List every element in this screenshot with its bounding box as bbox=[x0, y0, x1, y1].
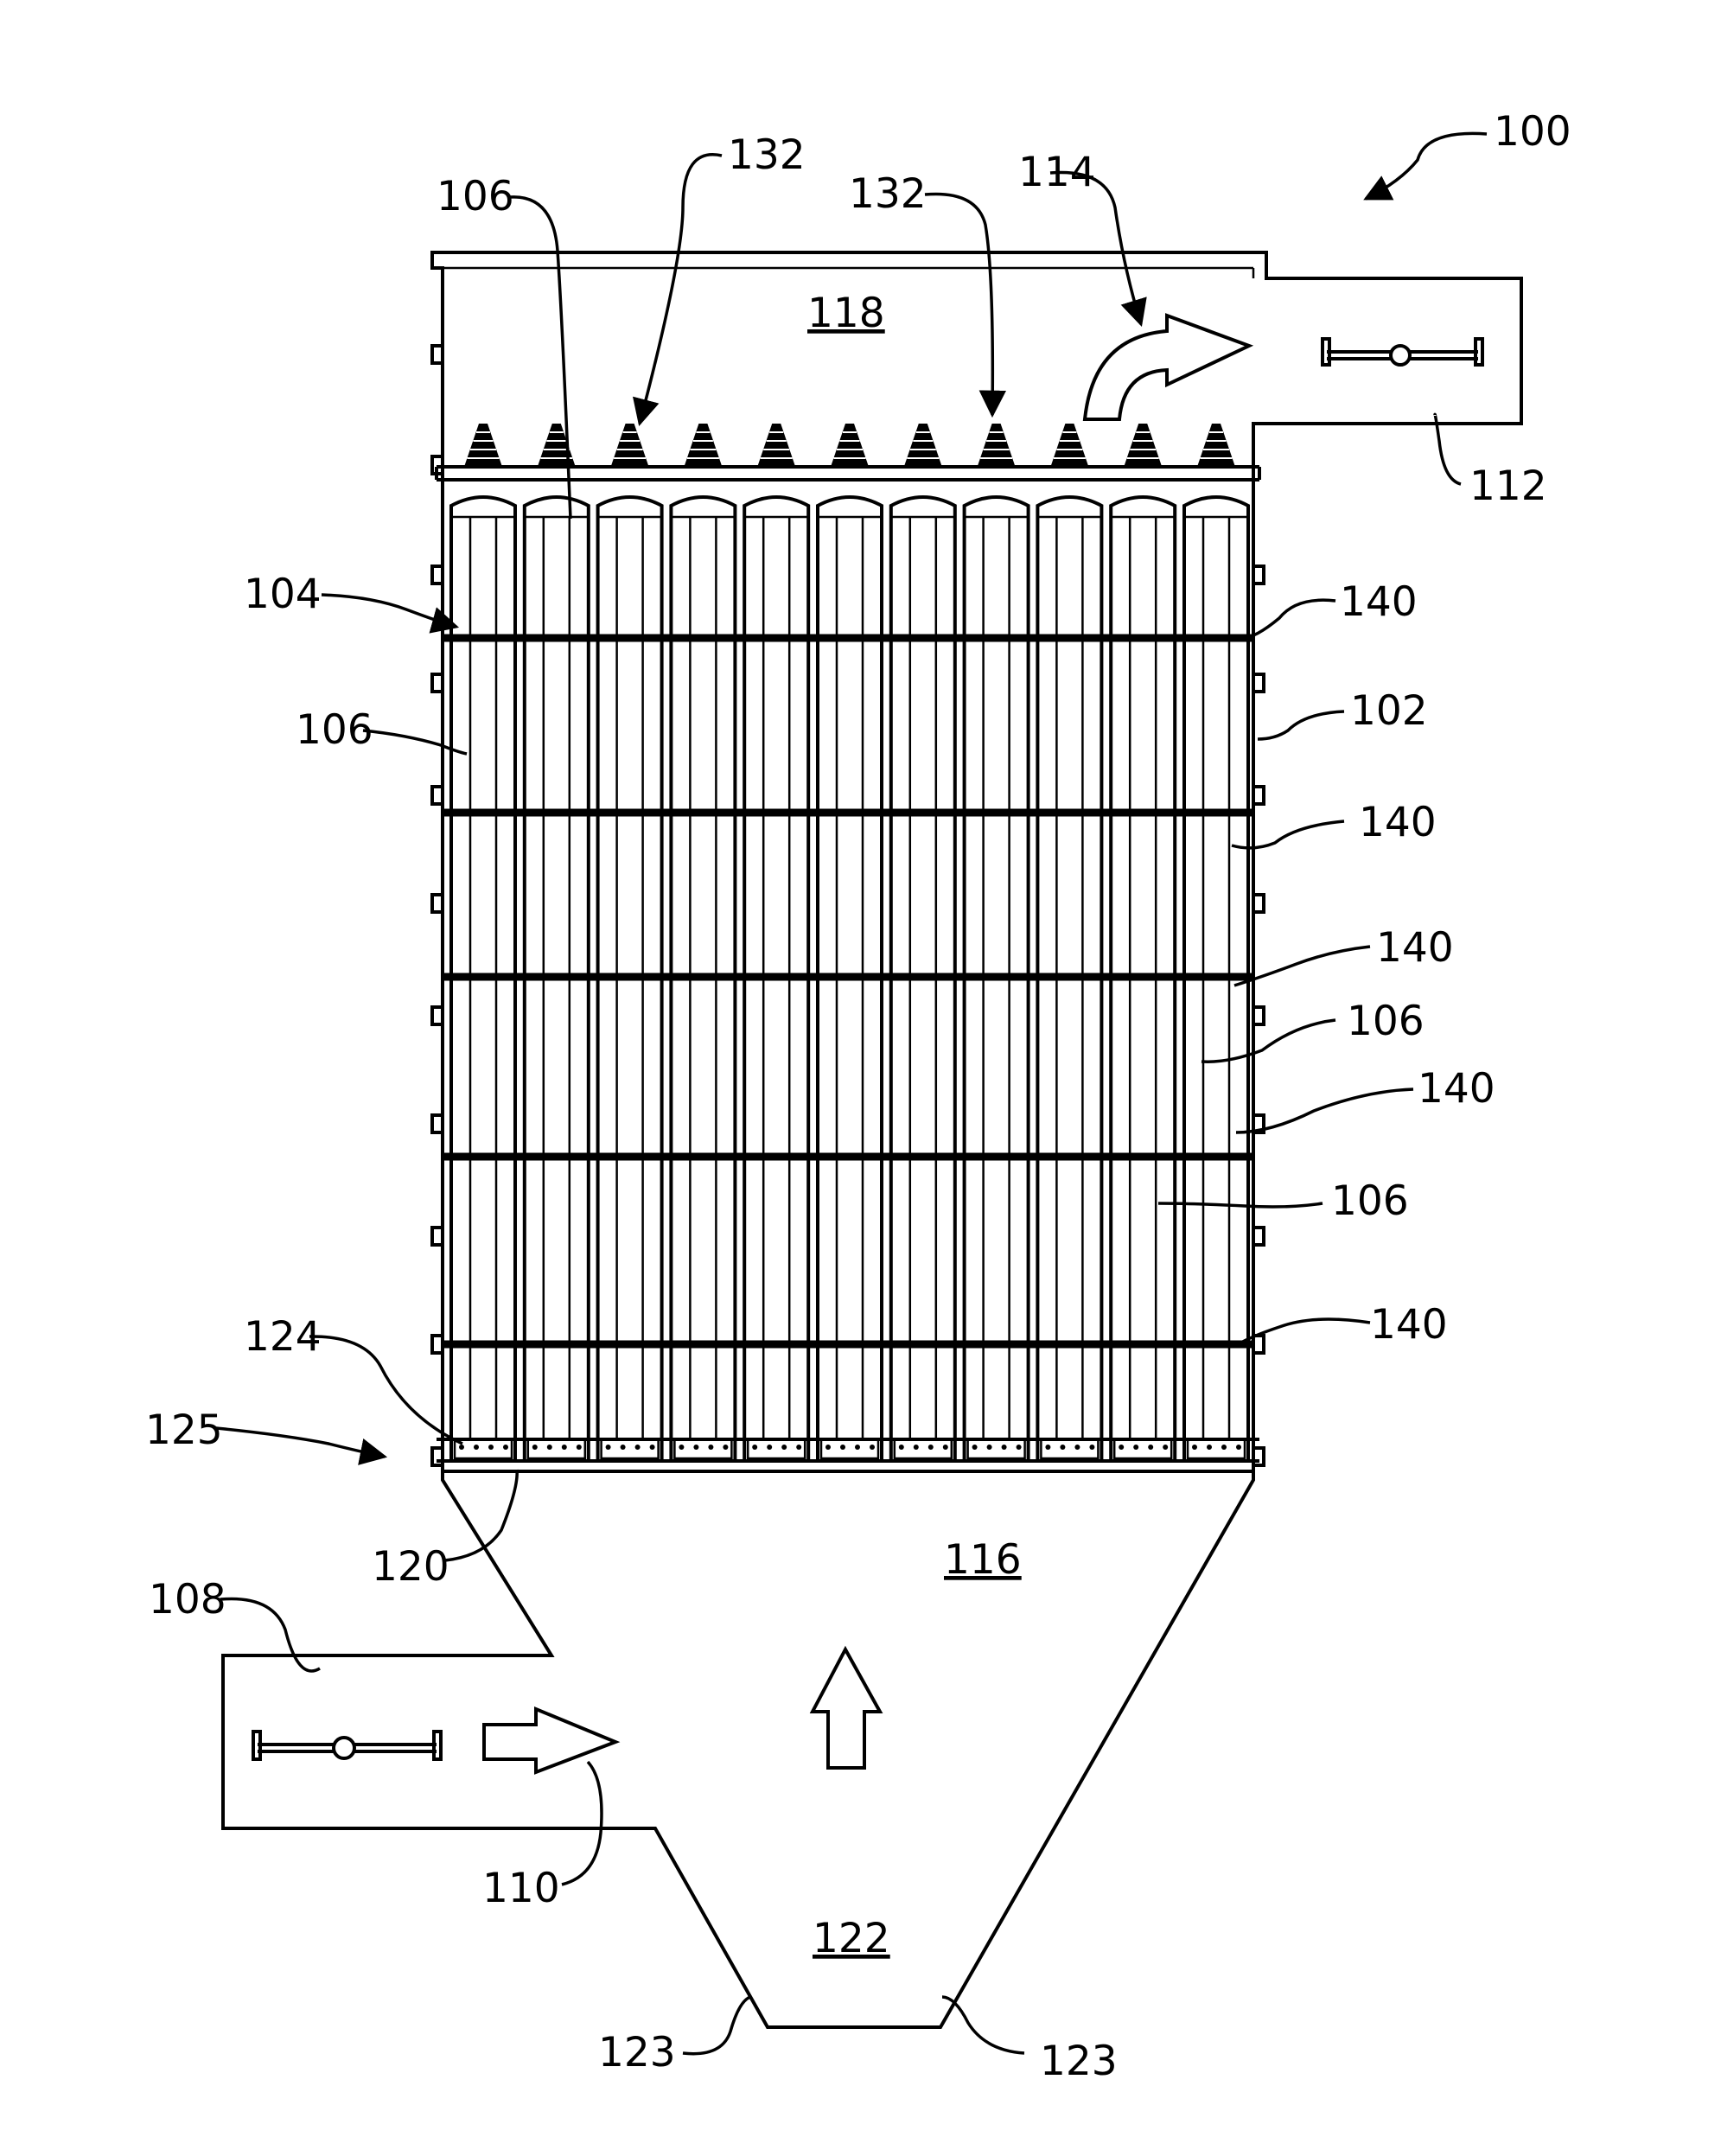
support-bands bbox=[443, 638, 1253, 1344]
side-lug bbox=[432, 674, 443, 692]
label-118: 118 bbox=[807, 290, 885, 337]
leader-lines bbox=[216, 133, 1487, 2053]
label-140-e: 140 bbox=[1370, 1301, 1448, 1349]
pulse-nozzle bbox=[978, 424, 1016, 467]
pulse-nozzle bbox=[464, 424, 502, 467]
side-lug bbox=[432, 787, 443, 804]
side-lug bbox=[432, 346, 443, 363]
side-lug bbox=[432, 895, 443, 912]
upward-flow-arrow bbox=[813, 1649, 880, 1768]
label-106-right-b: 106 bbox=[1331, 1177, 1409, 1225]
side-lug bbox=[1253, 1007, 1264, 1024]
pulse-nozzle bbox=[1050, 424, 1088, 467]
pulse-nozzle bbox=[1124, 424, 1162, 467]
housing-outline bbox=[223, 252, 1521, 2027]
top-tube-sheet bbox=[437, 467, 1259, 480]
side-lug bbox=[432, 1336, 443, 1353]
label-112: 112 bbox=[1469, 462, 1547, 510]
label-106-left: 106 bbox=[296, 706, 373, 754]
label-125: 125 bbox=[145, 1407, 223, 1454]
label-104: 104 bbox=[244, 571, 322, 618]
side-lug bbox=[432, 566, 443, 584]
side-lugs bbox=[432, 346, 1264, 1465]
pulse-nozzle bbox=[904, 424, 942, 467]
label-106-top: 106 bbox=[437, 173, 514, 220]
label-106-right-a: 106 bbox=[1347, 998, 1425, 1045]
side-lug bbox=[432, 1115, 443, 1132]
label-123-left: 123 bbox=[598, 2029, 676, 2076]
inlet-damper bbox=[253, 1732, 441, 1759]
pulse-nozzle bbox=[684, 424, 722, 467]
outlet-damper bbox=[1323, 339, 1482, 365]
label-108: 108 bbox=[149, 1576, 226, 1623]
side-lug bbox=[1253, 1228, 1264, 1245]
roof-inner-line bbox=[443, 268, 1253, 278]
pulse-nozzle bbox=[831, 424, 869, 467]
label-100: 100 bbox=[1494, 108, 1571, 156]
side-lug bbox=[432, 1228, 443, 1245]
label-140-a: 140 bbox=[1340, 578, 1418, 626]
side-lug bbox=[432, 1007, 443, 1024]
label-124: 124 bbox=[244, 1313, 322, 1361]
label-123-right: 123 bbox=[1040, 2038, 1118, 2085]
outlet-flow-arrow bbox=[1085, 316, 1249, 419]
label-132-left: 132 bbox=[728, 131, 806, 179]
side-lug bbox=[1253, 674, 1264, 692]
pulse-nozzle bbox=[611, 424, 649, 467]
label-114: 114 bbox=[1018, 149, 1096, 196]
label-110: 110 bbox=[482, 1865, 560, 1912]
side-lug bbox=[1253, 1336, 1264, 1353]
label-116: 116 bbox=[944, 1536, 1022, 1584]
side-lug bbox=[1253, 787, 1264, 804]
pulse-nozzle bbox=[757, 424, 795, 467]
pulse-nozzle bbox=[538, 424, 576, 467]
pulse-nozzle bbox=[1197, 424, 1235, 467]
side-lug bbox=[1253, 566, 1264, 584]
label-132-right: 132 bbox=[849, 170, 927, 218]
inlet-flow-arrow bbox=[484, 1709, 615, 1772]
label-140-d: 140 bbox=[1418, 1065, 1495, 1113]
label-120: 120 bbox=[372, 1543, 449, 1591]
cell-plate bbox=[437, 1439, 1259, 1471]
label-102: 102 bbox=[1350, 687, 1428, 735]
label-122: 122 bbox=[813, 1915, 890, 1962]
side-lug bbox=[1253, 895, 1264, 912]
pulse-nozzles bbox=[464, 424, 1235, 467]
label-140-b: 140 bbox=[1359, 799, 1437, 846]
label-140-c: 140 bbox=[1376, 924, 1454, 972]
